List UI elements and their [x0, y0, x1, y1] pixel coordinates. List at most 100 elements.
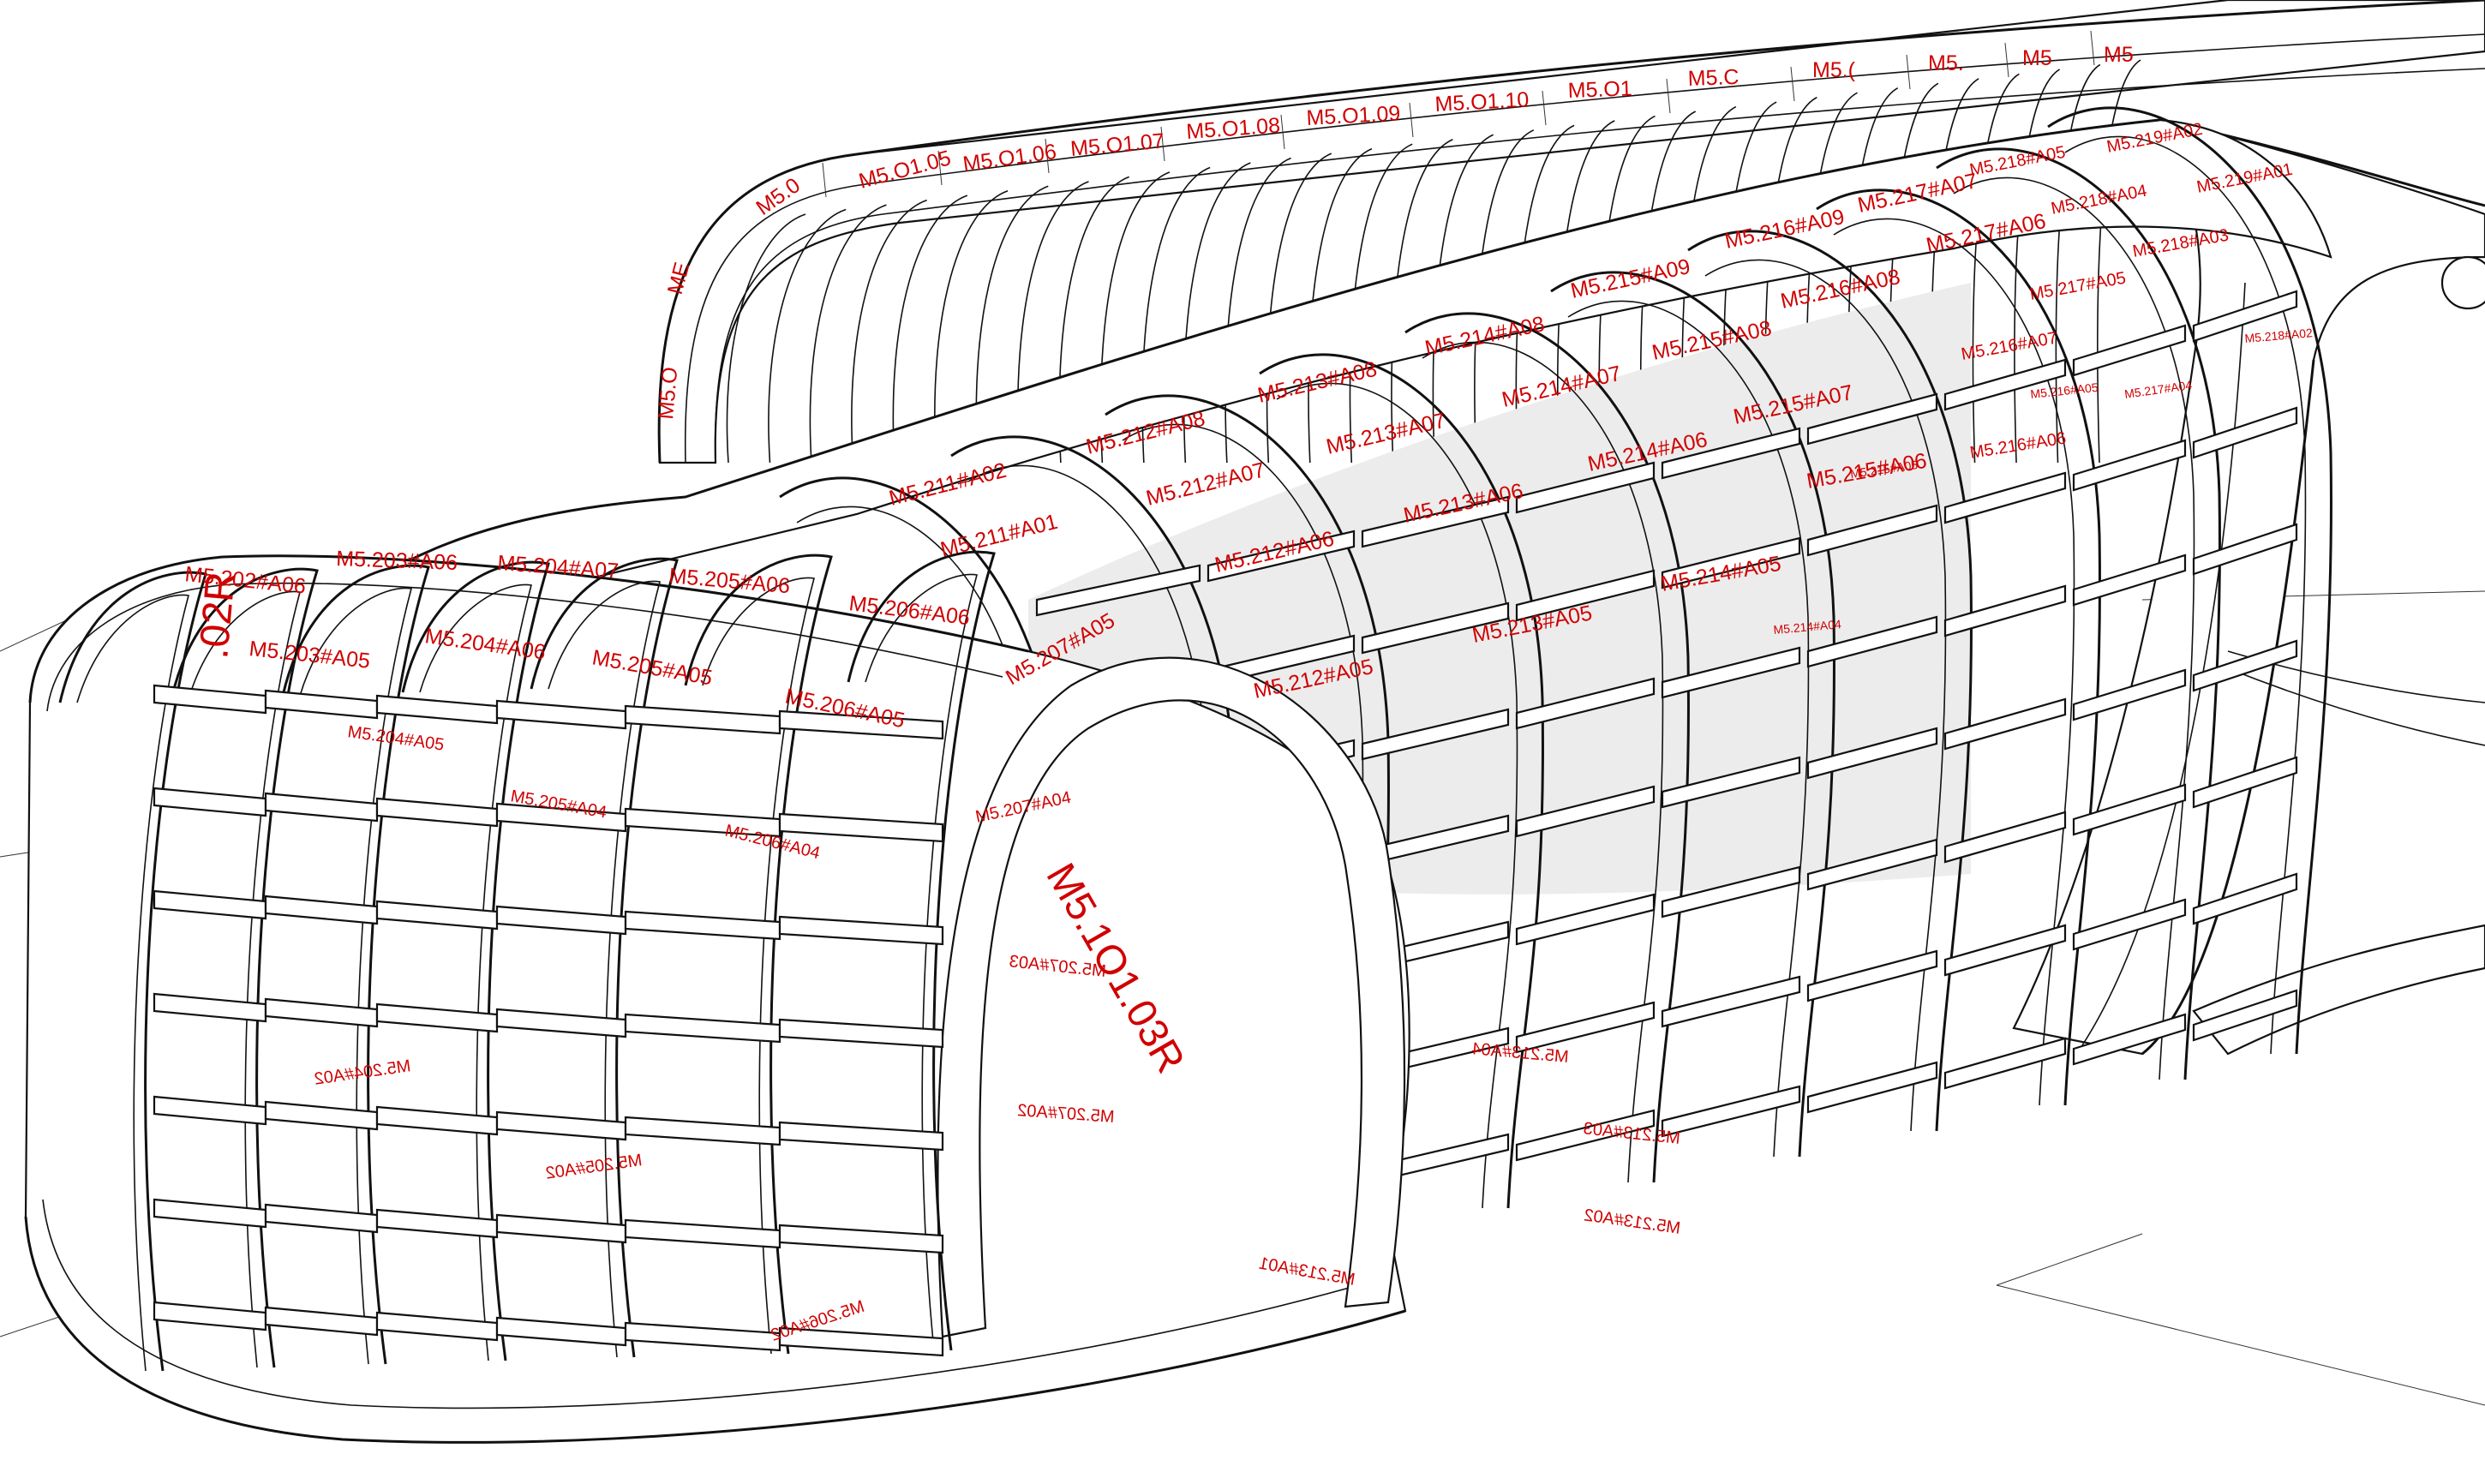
- far-rib: [1391, 138, 1453, 464]
- front-shelf: [375, 694, 499, 725]
- middle-shelf: [1661, 427, 1801, 480]
- middle-shelf: [1943, 471, 2067, 524]
- front-shelf: [264, 689, 379, 720]
- rim-division: [1160, 126, 1165, 162]
- front-shelf: [375, 900, 499, 930]
- front-shelf: [778, 812, 944, 843]
- front-shelf: [375, 797, 499, 828]
- rim-label: M5: [2104, 43, 2134, 67]
- middle-shelf: [1943, 584, 2067, 637]
- middle-shelf: [1661, 536, 1801, 589]
- middle-shelf: [1515, 1001, 1656, 1054]
- front-shelf: [375, 1208, 499, 1239]
- middle-shelf: [2192, 523, 2298, 576]
- front-shelves: [153, 684, 944, 1357]
- far-rib: [1432, 134, 1494, 464]
- rim-label: M5.(: [1812, 58, 1856, 82]
- middle-shelf: [1943, 811, 2067, 864]
- far-rim-divisions: [822, 30, 2095, 198]
- middle-shelf: [2192, 290, 2298, 343]
- middle-shelf: [1943, 697, 2067, 751]
- middle-shelf: [1661, 975, 1801, 1028]
- far-rib: [2055, 63, 2101, 464]
- far-rib: [892, 194, 968, 464]
- front-shelf: [778, 709, 944, 740]
- rim-division: [822, 162, 827, 198]
- front-shelf: [153, 684, 267, 715]
- middle-shelf: [1515, 677, 1656, 730]
- front-loop-structure: [24, 550, 1410, 1444]
- middle-shelf: [2192, 872, 2298, 925]
- middle-shelf: [1943, 1037, 2067, 1090]
- middle-shelf: [1806, 615, 1938, 668]
- rim-division: [1280, 114, 1285, 150]
- front-shelf: [624, 1218, 781, 1249]
- front-shelf: [495, 1008, 627, 1038]
- front-shelf: [375, 1002, 499, 1033]
- middle-shelf: [1515, 461, 1656, 514]
- far-rib: [1598, 115, 1656, 464]
- front-shelf: [264, 1203, 379, 1234]
- middle-shelf: [1515, 893, 1656, 946]
- front-shelf: [624, 704, 781, 735]
- middle-shelf: [1943, 358, 2067, 411]
- rim-division: [1790, 66, 1795, 102]
- middle-shelf: [1806, 504, 1938, 557]
- rim-label: M5.O1.10: [1434, 87, 1530, 117]
- rim-division: [1409, 102, 1414, 138]
- front-shelf: [153, 1095, 267, 1126]
- middle-rib-inner: [1567, 300, 1810, 1158]
- middle-rib: [1404, 312, 1690, 1183]
- rim-label-large: .02R: [191, 570, 244, 661]
- middle-shelf: [1943, 924, 2067, 977]
- far-rib: [851, 199, 927, 464]
- middle-shelf: [2072, 1013, 2187, 1066]
- far-rib: [768, 208, 847, 464]
- middle-rib-inner: [1422, 341, 1664, 1183]
- middle-shelf: [1806, 727, 1938, 780]
- middle-shelf: [1035, 564, 1201, 617]
- rim-label: M5: [2022, 46, 2052, 70]
- front-shelf: [778, 1224, 944, 1254]
- front-shelf: [153, 1198, 267, 1229]
- front-shelf: [495, 699, 627, 730]
- far-rib: [1349, 143, 1413, 464]
- far-rib: [2097, 59, 2141, 464]
- middle-shelf: [1661, 1085, 1801, 1138]
- far-rib: [809, 204, 887, 464]
- middle-shelf: [2072, 668, 2187, 721]
- middle-shelf: [2072, 898, 2187, 951]
- far-rib: [1972, 73, 2020, 464]
- front-rib-inner: [548, 580, 661, 1358]
- middle-shelf: [2072, 554, 2187, 607]
- front-shelf: [153, 787, 267, 817]
- middle-shelf: [1806, 838, 1938, 891]
- front-shelf: [264, 792, 379, 823]
- middle-shelf: [1207, 530, 1356, 583]
- front-shelf: [778, 1326, 944, 1357]
- front-rib-inner: [865, 573, 978, 1351]
- middle-shelf: [2192, 639, 2298, 692]
- far-rib: [1308, 147, 1373, 464]
- far-rib: [726, 213, 806, 464]
- panel-label: M5.211#A01: [938, 510, 1061, 562]
- front-shelf: [624, 1116, 781, 1146]
- front-shelf: [778, 915, 944, 946]
- middle-rib-inner: [1704, 259, 1947, 1132]
- middle-shelf: [1661, 756, 1801, 809]
- front-rib-inner: [299, 587, 412, 1365]
- front-shelf: [375, 1105, 499, 1136]
- far-rib: [1557, 120, 1615, 464]
- front-shelf: [495, 905, 627, 936]
- front-rib-inner: [76, 594, 189, 1372]
- far-rib: [1515, 124, 1575, 464]
- middle-shelf: [2072, 439, 2187, 492]
- front-shelf: [264, 997, 379, 1028]
- rim-division: [937, 150, 943, 186]
- panel-label: M5.203#A06: [336, 547, 458, 575]
- front-shelf: [153, 889, 267, 920]
- rim-division: [2090, 30, 2095, 66]
- front-shelf: [264, 895, 379, 925]
- middle-shelf: [2192, 756, 2298, 809]
